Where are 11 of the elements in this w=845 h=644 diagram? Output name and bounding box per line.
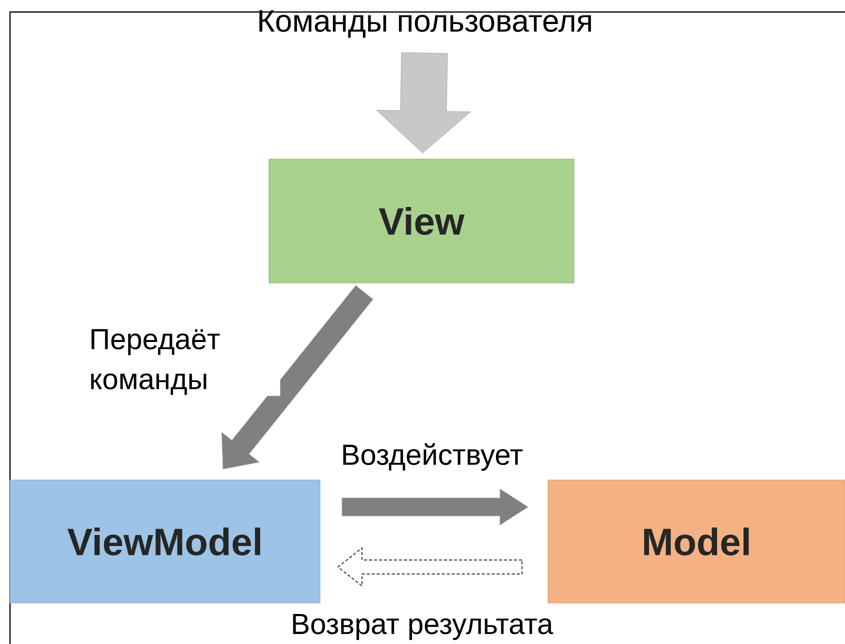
edge-label: Воздействует (340, 442, 524, 472)
block-arrow (221, 285, 374, 470)
block-arrow (342, 488, 528, 526)
process-box: ViewModel (10, 480, 320, 604)
block-arrow (337, 546, 522, 588)
heading-text: Команды пользователя (259, 10, 591, 38)
edge-label: Передаёт команды (88, 328, 280, 396)
process-box: Model (548, 480, 845, 604)
edge-label: Возврат результата (290, 613, 554, 641)
process-box: View (268, 158, 574, 284)
block-arrow (376, 52, 471, 154)
